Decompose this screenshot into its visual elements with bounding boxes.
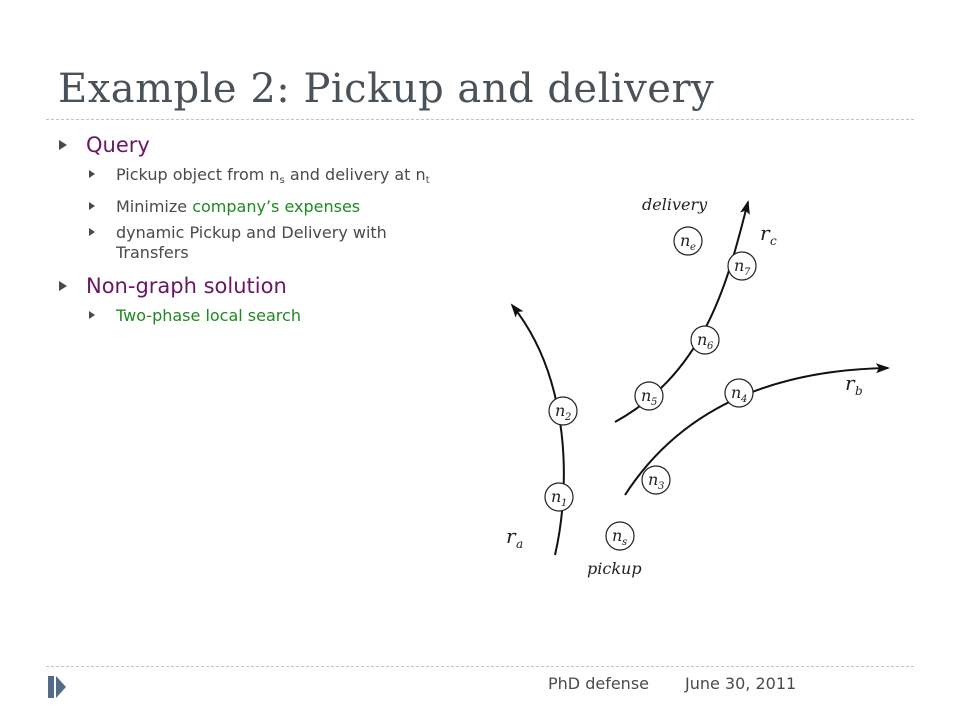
subbullet-minimize-highlight: company’s expenses [192, 197, 361, 216]
node-n5-base: n [641, 386, 651, 405]
pickup-subscript-s: s [279, 175, 285, 186]
route-b-label-sub: b [855, 384, 863, 398]
route-c-label-base: r [760, 221, 771, 245]
bullet-list: Query Pickup object from ns and delivery… [58, 128, 458, 334]
node-n7-sub: 7 [744, 267, 751, 278]
subbullet-dynamic-text: dynamic Pickup and Delivery with Transfe… [116, 223, 387, 262]
subbullet-arrow-icon [89, 170, 95, 178]
footer-event: PhD defense [548, 674, 649, 693]
delivery-label: delivery [642, 195, 708, 214]
footer-divider [46, 666, 914, 667]
subbullet-twophase-text: Two-phase local search [116, 306, 301, 325]
subbullet-arrow-icon [89, 228, 95, 236]
node-n1-base: n [551, 487, 561, 506]
route-c-label-sub: c [770, 234, 777, 248]
pickup-text-part: and delivery at n [284, 165, 426, 184]
node-n6-sub: 6 [707, 341, 714, 352]
subbullet-dynamic: dynamic Pickup and Delivery with Transfe… [88, 223, 458, 263]
node-n7-base: n [734, 256, 744, 275]
node-n5: n 5 [634, 381, 664, 411]
route-b-label: r b [845, 371, 863, 398]
query-sublist: Pickup object from ns and delivery at nt… [58, 165, 458, 263]
node-n5-sub: 5 [651, 397, 657, 408]
route-diagram: n e n 7 n 6 n 5 n 4 n 3 n 2 n 1 n s [506, 195, 890, 578]
subbullet-twophase: Two-phase local search [88, 306, 458, 326]
node-n3: n 3 [641, 465, 671, 495]
pickup-label: pickup [587, 559, 642, 578]
query-subitems: Pickup object from ns and delivery at nt… [58, 165, 458, 263]
subbullet-arrow-icon [89, 202, 95, 210]
bullet-nongraph: Non-graph solution [58, 271, 458, 301]
footer-marker-arrow-icon [56, 676, 66, 698]
node-ne-sub: e [690, 242, 696, 253]
bullet-nongraph-label: Non-graph solution [86, 274, 287, 298]
slide-title: Example 2: Pickup and delivery [58, 66, 715, 112]
subbullet-arrow-icon [89, 311, 95, 319]
nongraph-sublist: Two-phase local search [58, 306, 458, 326]
subbullet-pickup: Pickup object from ns and delivery at nt [88, 165, 458, 191]
route-a-label-base: r [506, 524, 517, 548]
nongraph-subitems: Two-phase local search [58, 306, 458, 326]
route-c-label: r c [760, 221, 777, 248]
node-ns-base: n [612, 526, 622, 545]
route-a-path [510, 303, 565, 556]
node-n1: n 1 [544, 482, 574, 512]
node-n2: n 2 [548, 396, 578, 426]
node-n1-sub: 1 [561, 498, 567, 509]
subbullet-minimize: Minimize company’s expenses [88, 197, 458, 217]
pickup-text-part: Pickup object from n [116, 165, 280, 184]
pickup-subscript-t: t [425, 175, 430, 186]
subbullet-pickup-text: Pickup object from ns and delivery at nt [116, 165, 430, 186]
bullet-query: Query [58, 130, 458, 160]
node-ns-sub: s [622, 537, 627, 548]
node-ne-base: n [680, 231, 690, 250]
subbullet-minimize-text: Minimize [116, 197, 193, 216]
title-divider [46, 119, 914, 120]
bullet-arrow-icon [59, 140, 67, 150]
node-n3-sub: 3 [658, 481, 664, 492]
footer-marker-icon [48, 676, 54, 698]
node-n2-sub: 2 [564, 412, 571, 423]
node-n6-base: n [697, 330, 707, 349]
node-ns: n s [605, 521, 635, 551]
node-n2-base: n [555, 401, 565, 420]
node-n7: n 7 [727, 251, 757, 281]
bullet-arrow-icon [59, 281, 67, 291]
route-a-label-sub: a [516, 537, 523, 551]
footer-date: June 30, 2011 [685, 674, 797, 693]
route-b-label-base: r [845, 371, 856, 395]
node-n4: n 4 [724, 378, 754, 408]
route-a-label: r a [506, 524, 523, 551]
node-ne: n e [673, 226, 703, 256]
bullet-query-label: Query [86, 133, 150, 157]
node-n4-sub: 4 [740, 394, 747, 405]
node-n4-base: n [731, 383, 741, 402]
node-n3-base: n [648, 470, 658, 489]
node-n6: n 6 [690, 325, 720, 355]
